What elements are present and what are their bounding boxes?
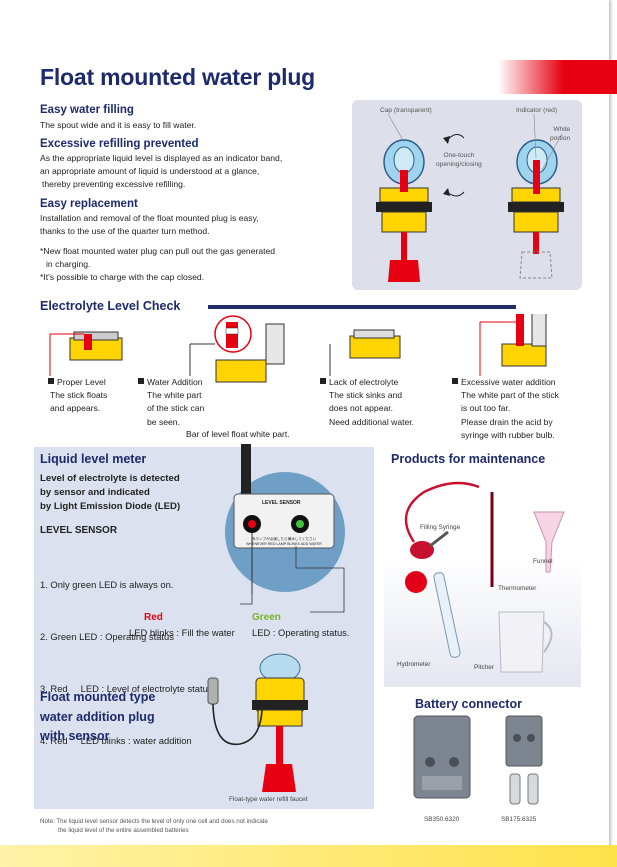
cap-label: Cap (transparent) — [380, 107, 432, 114]
sensor-list: 1. Only green LED is always on. 2. Green… — [40, 578, 213, 747]
proper-level-icon — [49, 331, 123, 376]
page-title: Float mounted water plug — [40, 64, 316, 90]
device-title: LEVEL SENSOR — [262, 500, 301, 506]
liquid-note: Note: The liquid level sensor detects th… — [40, 818, 268, 834]
maintenance-title: Products for maintenance — [391, 452, 546, 466]
lack-electrolyte-icon — [329, 329, 401, 376]
funnel — [533, 511, 565, 573]
level-diagrams — [49, 314, 547, 383]
connector-2-label: SB175.6325 — [501, 816, 537, 823]
feature-heading-3: Easy replacement — [40, 198, 138, 210]
red-desc: LED blinks : Fill the water — [129, 627, 235, 638]
plug-diagram — [352, 100, 582, 290]
sensor-list-title: LEVEL SENSOR — [40, 525, 118, 536]
connector-1-label: SB350.6320 — [424, 816, 460, 823]
connector-sb350-icon — [413, 715, 471, 799]
onetouch-label: One-touch opening/closing — [436, 152, 482, 168]
red-label: Red — [144, 612, 163, 623]
maintenance-products — [404, 481, 565, 673]
green-desc: LED : Operating status. — [252, 627, 350, 638]
pitcher-label: Pitcher — [474, 664, 494, 671]
syringe-label: Filling Syringe — [420, 524, 461, 531]
thermometer-label: Thermometer — [498, 585, 537, 592]
proper-level-text: Proper Level The stick floats and appear… — [48, 377, 108, 414]
feature-text-1: The spout wide and it is easy to fill wa… — [40, 120, 197, 130]
hydrometer-bulb — [405, 571, 427, 593]
bottom-band — [0, 845, 617, 867]
feature-text-3: Installation and removal of the float mo… — [40, 213, 259, 237]
liquid-level-title: Liquid level meter — [40, 452, 147, 466]
feature-text-2: As the appropriate liquid level is displ… — [40, 153, 283, 190]
connector-title: Battery connector — [415, 697, 522, 711]
float-sensor-plug — [207, 653, 308, 792]
device-caption: 赤ランプが点滅したら補水してください WHENEVER RED LAMP BLI… — [246, 537, 322, 546]
bar-caption: Bar of level float white part. — [186, 429, 290, 439]
syringe-tube — [404, 481, 480, 543]
pitcher — [498, 611, 545, 673]
feature-heading-1: Easy water filling — [40, 104, 134, 116]
feature-heading-2: Excessive refilling prevented — [40, 138, 199, 150]
notes: *New float mounted water plug can pull o… — [40, 246, 276, 283]
plug-open-icon — [508, 139, 564, 279]
funnel-label: Funnel — [533, 558, 553, 565]
connector-sb175-icon — [505, 715, 543, 805]
led-connector-lines — [240, 546, 345, 613]
indicator-label: Indicator (red) — [516, 107, 558, 114]
level-sensor-device — [225, 444, 345, 594]
lack-electrolyte-text: Lack of electrolyte The stick sinks and … — [320, 376, 414, 429]
electrolyte-title: Electrolyte Level Check — [40, 299, 181, 313]
water-addition-text: Water Addition The white part of the sti… — [138, 376, 204, 429]
title-accent — [498, 60, 617, 94]
plug-closed-icon — [376, 139, 432, 282]
battery-connectors — [413, 715, 543, 805]
excessive-water-text: Excessive water addition The white part … — [452, 376, 559, 442]
liquid-level-desc: Level of electrolyte is detected by sens… — [40, 473, 181, 512]
section-rule — [208, 305, 516, 309]
float-caption: Float-type water refill faucet — [229, 796, 308, 803]
green-label: Green — [252, 612, 281, 623]
white-portion-label: White portion — [550, 126, 571, 142]
water-addition-icon — [189, 315, 285, 383]
float-sensor-title: Float mounted type water addition plug w… — [40, 690, 156, 743]
excessive-water-icon — [479, 314, 547, 376]
hydrometer-label: Hydrometer — [397, 661, 431, 668]
